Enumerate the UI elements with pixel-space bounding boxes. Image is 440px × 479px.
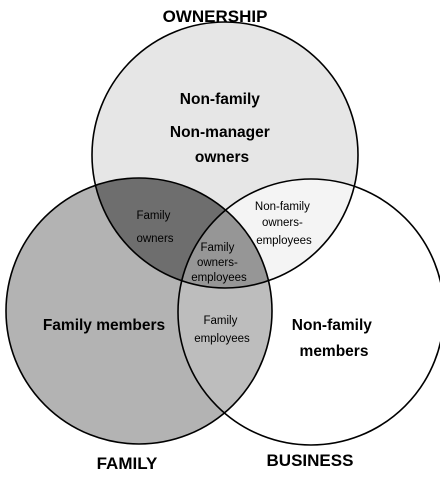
ownership-title: OWNERSHIP <box>163 7 268 26</box>
nonfamily-owners-employees-label: Non-family owners- employees <box>255 201 313 247</box>
family-outline <box>5 177 273 445</box>
family-employees-label: Family employees <box>194 315 250 345</box>
business-title: BUSINESS <box>267 451 354 470</box>
family-owners-employees-label: Family owners- employees <box>191 242 247 284</box>
triple-overlap <box>178 179 272 288</box>
family-title: FAMILY <box>97 454 158 473</box>
family-members-label: Family members <box>43 317 165 334</box>
business-outline <box>177 178 440 446</box>
ownership-outline <box>91 21 359 289</box>
nonfamily-nonmanager-owners-label: Non-family Non-manager owners <box>170 91 274 166</box>
family-owners-label: Family owners <box>136 210 173 245</box>
ownership-business-overlap <box>178 179 358 288</box>
nonfamily-members-label: Non-family members <box>292 317 376 360</box>
